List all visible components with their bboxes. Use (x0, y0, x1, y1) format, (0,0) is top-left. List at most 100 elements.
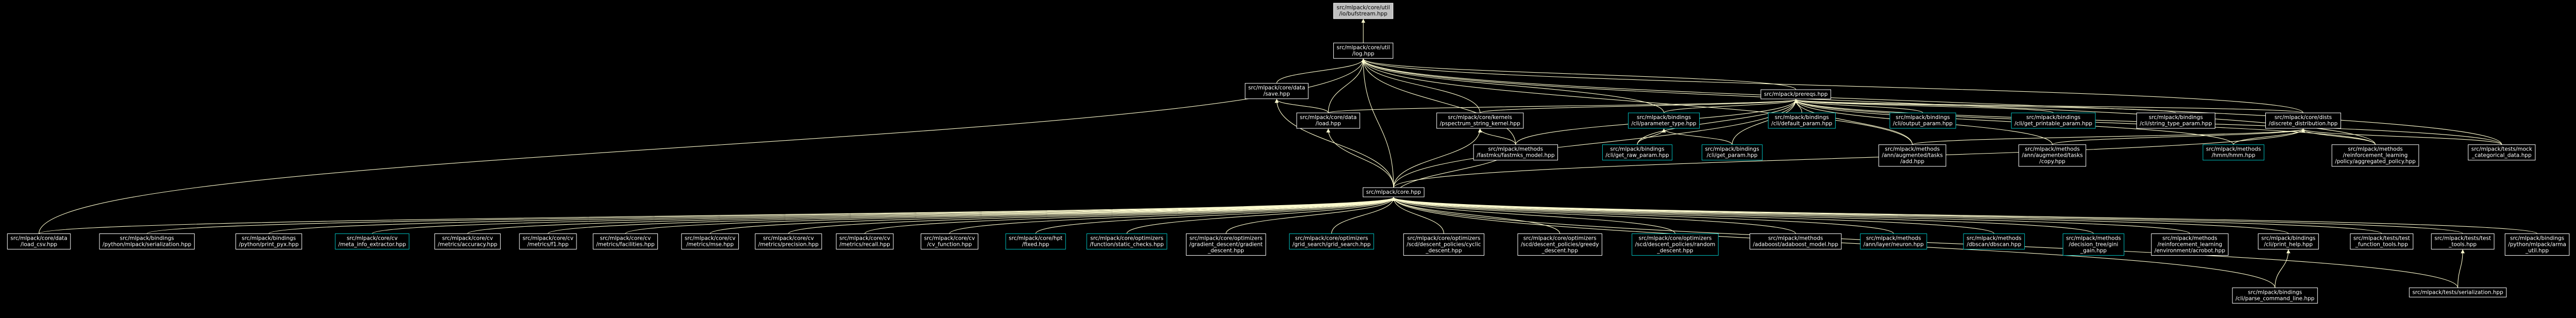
graph-node-b_accuracy: src/mlpack/core/cv/metrics/accuracy.hpp (434, 233, 501, 249)
node-box (1473, 144, 1558, 161)
edge-hmm-to-dists_discrete (2233, 128, 2306, 145)
edge-data_load-to-prereqs (1328, 99, 1798, 113)
node-box (2258, 233, 2319, 249)
node-box (519, 233, 577, 249)
graph-node-cli_default_param[interactable]: src/mlpack/bindings/cli/default_param.hp… (1768, 112, 1836, 129)
graph-node-b_grid_search[interactable]: src/mlpack/core/optimizers/grid_search/g… (1289, 233, 1374, 249)
node-box (1436, 112, 1524, 129)
node-label-line: /cli/default_param.hpp (1771, 121, 1833, 127)
node-label-line: src/mlpack/bindings (1610, 146, 1664, 153)
edge-b_scd_greedy-to-core (1392, 197, 1561, 234)
node-label-line: src/mlpack/core/optimizers (1639, 235, 1712, 241)
node-box (1963, 233, 2025, 249)
node-label-line: /scd/descent_policies/random (1635, 241, 1716, 247)
node-label-line: src/mlpack/bindings (120, 235, 174, 241)
node-label-line: /scd/descent_policies/greedy (1521, 241, 1599, 247)
edge-aug_add-to-log (1361, 58, 1913, 145)
node-label-line: src/mlpack/bindings (2261, 235, 2315, 241)
graph-node-dists_discrete: src/mlpack/core/dists/discrete_distribut… (2265, 112, 2341, 129)
edge-prereqs-to-log (1361, 58, 1797, 90)
node-box (2011, 112, 2096, 129)
node-label-line: /cli/output_param.hpp (1893, 121, 1953, 127)
node-label-line: src/mlpack/core/optimizers (1190, 235, 1263, 241)
node-label-line: /adaboost/adaboost_model.hpp (1753, 241, 1838, 247)
graph-node-b_cli_print_help: src/mlpack/bindings/cli/print_help.hpp (2258, 233, 2319, 249)
node-label-line: src/mlpack/methods (1967, 235, 2022, 241)
node-label-line: /load.hpp (1315, 121, 1341, 127)
node-box (2350, 233, 2414, 249)
graph-node-cli_get_param[interactable]: src/mlpack/bindings/cli/get_param.hpp (1701, 144, 1763, 161)
node-box (2409, 287, 2507, 297)
graph-node-cli_string_type: src/mlpack/bindings/cli/string_type_para… (2136, 112, 2215, 129)
node-box (1086, 233, 1167, 249)
graph-node-data_save: src/mlpack/core/data/save.hpp (1245, 83, 1309, 99)
node-label-line: /python/mlpack/serialization.hpp (103, 241, 192, 247)
graph-node-b_scd_random[interactable]: src/mlpack/core/optimizers/scd/descent_p… (1632, 233, 1719, 256)
node-box (836, 233, 894, 249)
nodes-layer: src/mlpack/core/util/io/bufstream.hppsrc… (7, 3, 2570, 304)
edge-b_scd_random-to-core (1392, 197, 1675, 234)
edge-b_rl_acrobot-to-core (1392, 197, 2190, 234)
node-box (2202, 144, 2264, 161)
node-label-line: _categorical_data.hpp (2471, 153, 2532, 159)
graph-node-cli_param_type[interactable]: src/mlpack/bindings/cli/parameter_type.h… (1628, 112, 1700, 129)
node-label-line: src/mlpack/core/cv (600, 235, 651, 241)
node-label-line: /fastmks/fastmks_model.hpp (1477, 153, 1555, 159)
edge-core-to-dists_discrete (1393, 128, 2306, 188)
edge-cli_param_type-to-log (1361, 58, 1665, 113)
node-box (921, 233, 978, 249)
graph-node-b_meta_info[interactable]: src/mlpack/core/cv/meta_info_extractor.h… (335, 233, 410, 249)
graph-node-cli_output_param[interactable]: src/mlpack/bindings/cli/output_param.hpp (1889, 112, 1956, 129)
edge-cli_get_param-to-prereqs (1732, 99, 1798, 145)
edge-b_facilities-to-core (625, 197, 1396, 234)
node-label-line: _tools.hpp (2448, 241, 2477, 247)
node-label-line: /pspectrum_string_kernel.hpp (1440, 121, 1521, 127)
node-label-line: src/mlpack/core/data (1300, 114, 1357, 121)
graph-node-cli_get_raw[interactable]: src/mlpack/bindings/cli/get_raw_param.hp… (1602, 144, 1673, 161)
graph-node-b_decision_gain[interactable]: src/mlpack/methods/decision_tree/gini_ga… (2062, 233, 2125, 256)
graph-node-b_dbscan[interactable]: src/mlpack/methods/dbscan/dbscan.hpp (1963, 233, 2025, 249)
node-box (2136, 112, 2215, 129)
node-label-line: /gradient_descent/gradient (1189, 241, 1262, 247)
graph-node-b_function_checks[interactable]: src/mlpack/core/optimizers/function/stat… (1086, 233, 1167, 249)
graph-node-b_kfold[interactable]: src/mlpack/core/hpt/fixed.hpp (1005, 233, 1066, 249)
node-label-line: src/mlpack/methods (2162, 235, 2217, 241)
node-label-line: src/mlpack/core/dists (2275, 114, 2332, 121)
graph-node-b_ann_neuron[interactable]: src/mlpack/methods/ann/layer/neuron.hpp (1860, 233, 1927, 249)
graph-node-b_scd_cyclic: src/mlpack/core/optimizers/scd/descent_p… (1403, 233, 1485, 256)
graph-node-b_serialization: src/mlpack/tests/serialization.hpp (2409, 287, 2507, 297)
edge-test_mock-to-dists_discrete (2301, 128, 2502, 145)
node-label-line: /add.hpp (1901, 159, 1925, 165)
node-label-line: /decision_tree/gini (2069, 241, 2119, 247)
graph-node-b_recall: src/mlpack/core/cv/metrics/recall.hpp (836, 233, 894, 249)
graph-node-cli_get_printable[interactable]: src/mlpack/bindings/cli/get_printable_pa… (2011, 112, 2096, 129)
node-box (1602, 144, 1673, 161)
node-label-line: src/mlpack/bindings (2510, 235, 2564, 241)
edge-data_save-to-log (1276, 58, 1365, 83)
edge-b_dbscan-to-core (1392, 197, 1994, 234)
edge-kernel_pspec-to-log (1361, 58, 1481, 113)
node-label-line: src/mlpack/methods (1866, 235, 1921, 241)
node-box (2018, 144, 2087, 167)
node-box (2504, 233, 2570, 256)
node-label-line: src/mlpack/methods (1885, 146, 1940, 153)
edge-b_cli_parse-to-b_cli_print_help (2275, 249, 2291, 288)
edge-b_grid_search-to-core (1331, 197, 1396, 234)
edge-b_test_function-to-core (1392, 197, 2382, 234)
edge-core-to-log (1361, 58, 1394, 188)
graph-node-aug_copy: src/mlpack/methods/ann/augmented/tasks/c… (2018, 144, 2087, 167)
node-box (1878, 144, 1946, 167)
graph-node-b_gradient_descent: src/mlpack/core/optimizers/gradient_desc… (1185, 233, 1266, 256)
node-label-line: src/mlpack/core/cv (839, 235, 890, 241)
node-label-line: src/mlpack/core/kernels (1448, 114, 1512, 121)
node-label-line: /cli/get_printable_param.hpp (2014, 121, 2092, 127)
graph-node-core: src/mlpack/core.hpp (1363, 187, 1425, 197)
node-label-line: src/mlpack/bindings (242, 235, 296, 241)
edge-data_load-to-data_save (1275, 98, 1329, 113)
node-label-line: /save.hpp (1263, 91, 1290, 97)
graph-node-hmm[interactable]: src/mlpack/methods/hmm/hmm.hpp (2202, 144, 2264, 161)
node-label-line: _descent.hpp (1208, 247, 1245, 254)
edge-cli_get_printable-to-prereqs (1794, 99, 2054, 113)
node-box (2151, 233, 2229, 256)
node-box (2062, 233, 2125, 256)
